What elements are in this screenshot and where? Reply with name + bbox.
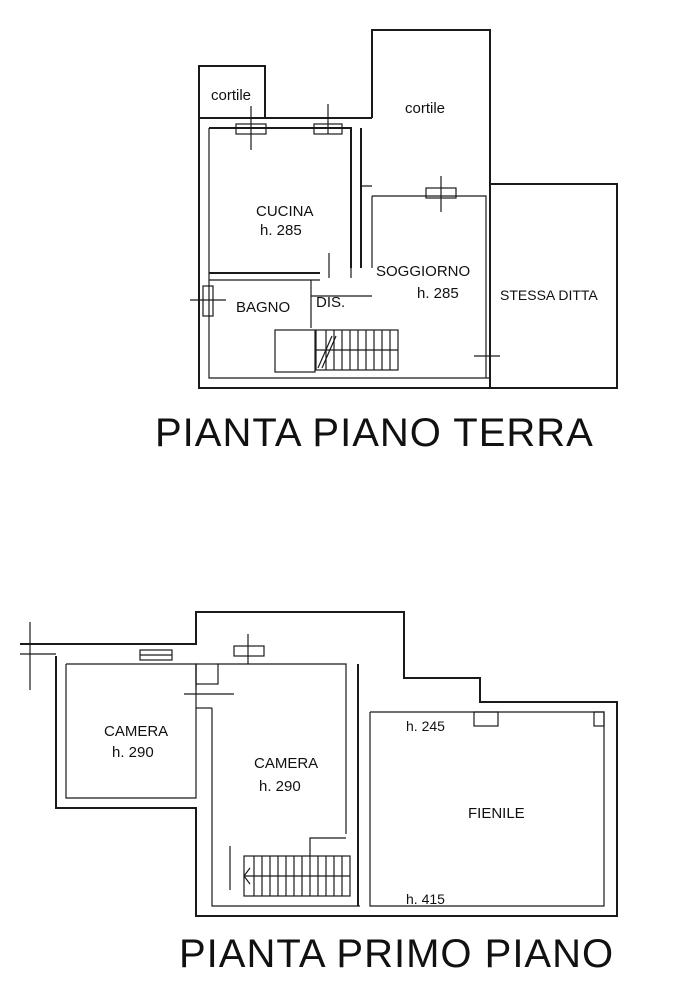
first-floor-plan: CAMERA h. 290 CAMERA h. 290 FIENILE h. 2… (20, 611, 618, 976)
ground-floor-title: PIANTA PIANO TERRA (155, 411, 594, 455)
soggiorno-height-label: h. 285 (417, 285, 459, 302)
cortile-small-label: cortile (211, 87, 251, 104)
camera-2-height-label: h. 290 (259, 778, 301, 795)
first-floor-stairs (229, 837, 351, 897)
cucina-height-label: h. 285 (260, 222, 302, 239)
fienile-label: FIENILE (468, 805, 525, 822)
fienile-height-bottom-label: h. 415 (406, 891, 445, 907)
soggiorno-label: SOGGIORNO (376, 263, 470, 280)
ground-floor-walls (190, 29, 618, 389)
first-floor-walls (20, 611, 618, 917)
camera-2-label: CAMERA (254, 755, 318, 772)
cucina-label: CUCINA (256, 203, 314, 220)
dis-label: DIS. (316, 294, 345, 311)
cortile-large-label: cortile (405, 100, 445, 117)
camera-1-height-label: h. 290 (112, 744, 154, 761)
stessa-ditta-label: STESSA DITTA (500, 287, 598, 303)
first-floor-title: PIANTA PRIMO PIANO (179, 932, 614, 976)
ground-floor-plan: cortile cortile CUCINA h. 285 SOGGIORNO … (155, 29, 618, 455)
camera-1-label: CAMERA (104, 723, 168, 740)
bagno-label: BAGNO (236, 299, 290, 316)
stessa-ditta-hatched-area (489, 183, 618, 389)
ground-stairs (316, 330, 398, 370)
fienile-height-top-label: h. 245 (406, 718, 445, 734)
